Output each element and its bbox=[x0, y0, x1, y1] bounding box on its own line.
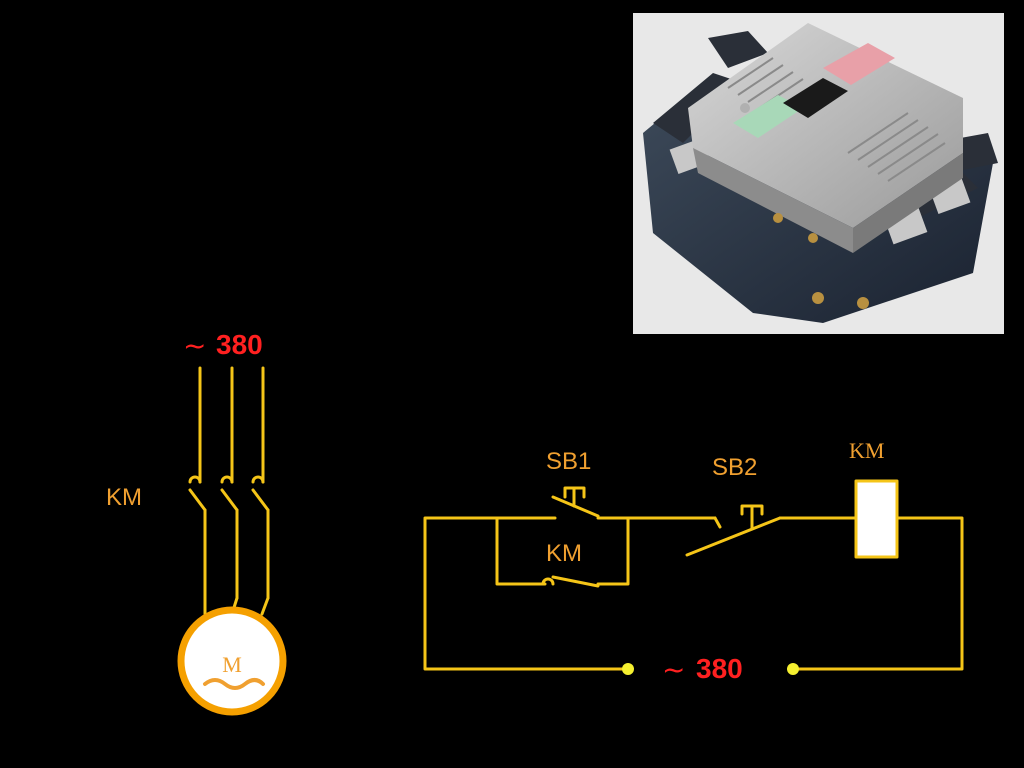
sb2-label: SB2 bbox=[712, 454, 757, 481]
sb1-label: SB1 bbox=[546, 448, 591, 475]
contactor-km-label: KM bbox=[106, 484, 142, 511]
contactor-main-contacts bbox=[188, 475, 270, 512]
km-aux-contact bbox=[495, 516, 630, 588]
contactor-illustration bbox=[633, 13, 1004, 334]
aux-km-label: KM bbox=[546, 540, 582, 567]
control-right-wire bbox=[791, 516, 964, 671]
control-supply-voltage: 380 bbox=[696, 653, 743, 684]
control-left-wire bbox=[423, 516, 630, 671]
main-supply-tilde: ~ bbox=[183, 329, 206, 362]
contactor-photo bbox=[633, 13, 1004, 334]
sb1-pushbutton bbox=[551, 486, 600, 518]
ac-wave-icon bbox=[203, 678, 265, 690]
control-circuit bbox=[423, 479, 964, 671]
sb2-pushbutton bbox=[685, 504, 782, 557]
coil-km-label: KM bbox=[849, 438, 884, 463]
motor-label: M bbox=[222, 652, 242, 677]
supply-terminal-right bbox=[787, 663, 799, 675]
main-circuit bbox=[188, 366, 270, 616]
km-coil bbox=[854, 479, 899, 559]
control-supply-tilde: ~ bbox=[662, 653, 685, 686]
main-supply-voltage: 380 bbox=[216, 329, 263, 360]
motor-symbol: M bbox=[177, 606, 287, 716]
supply-terminal-left bbox=[622, 663, 634, 675]
